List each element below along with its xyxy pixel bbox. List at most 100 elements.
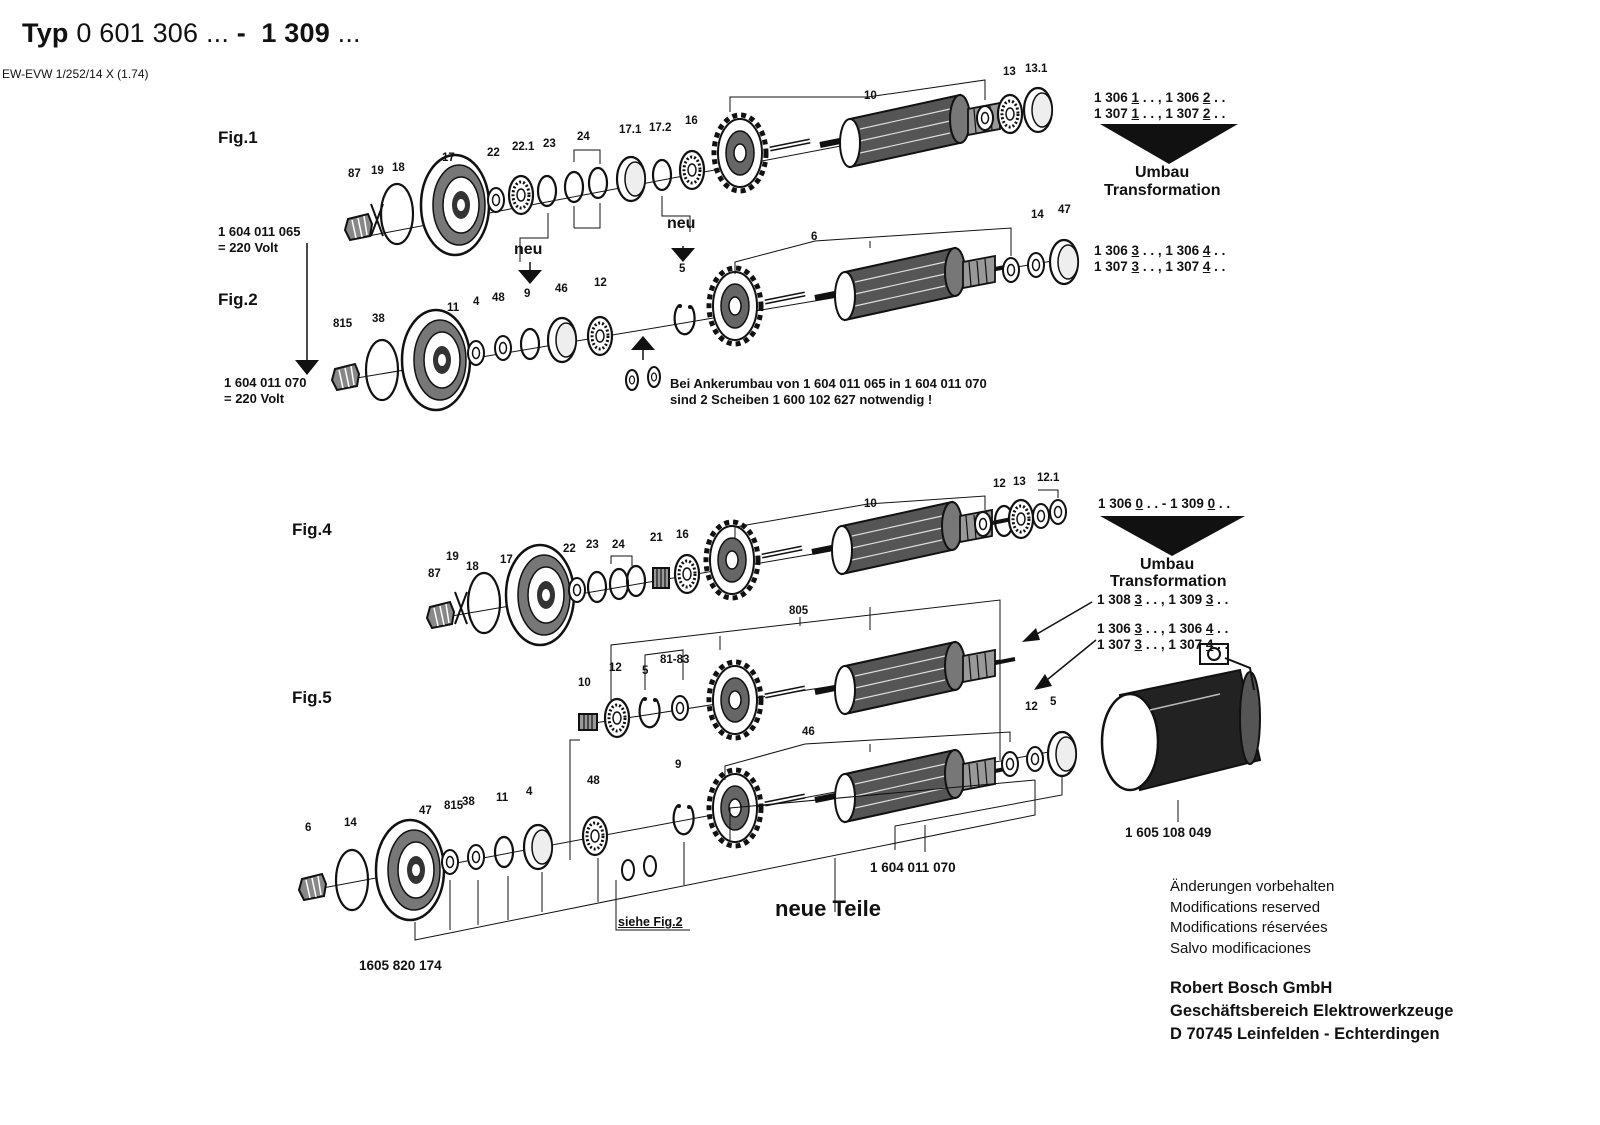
callout-17.1: 17.1 [619, 124, 642, 136]
fig2-label: Fig.2 [218, 290, 258, 309]
callout-14: 14 [344, 817, 357, 829]
callout-23: 23 [543, 138, 556, 150]
callout-46: 46 [555, 283, 568, 295]
fig5-upper-assembly [578, 599, 1015, 760]
conversion-notice-line2: sind 2 Scheiben 1 600 102 627 notwendig … [670, 392, 933, 407]
callout-11: 11 [447, 302, 460, 314]
umbau-label-fig4: Umbau [1140, 556, 1195, 573]
callout-19: 19 [446, 551, 459, 563]
callout-18: 18 [392, 162, 405, 174]
callout-9: 9 [524, 288, 530, 300]
modifications-notice: Änderungen vorbehalten Modifications res… [1170, 877, 1334, 959]
callout-13: 13 [1013, 476, 1026, 488]
callout-11: 11 [496, 792, 509, 804]
callout-21: 21 [650, 532, 663, 544]
callout-12: 12 [993, 478, 1006, 490]
armature-part-number-fig2: 1 604 011 070 [224, 375, 307, 390]
callout-81-83: 81-83 [660, 654, 689, 666]
fig4-label: Fig.4 [292, 520, 332, 539]
callout-4: 4 [473, 296, 480, 308]
callout-47: 47 [419, 805, 432, 817]
callout-19: 19 [371, 165, 384, 177]
umbau-arrow-fig4 [1100, 516, 1245, 556]
callout-6: 6 [811, 231, 817, 243]
callout-14: 14 [1031, 209, 1044, 221]
transformation-label-fig4: Transformation [1110, 573, 1227, 590]
fig5-lower-assembly [298, 601, 1262, 941]
umbau-arrow-top [1100, 124, 1238, 164]
neu-label-2: neu [667, 215, 696, 232]
callout-16: 16 [676, 529, 689, 541]
fig4-assembly [426, 489, 1067, 647]
callout-5: 5 [642, 665, 649, 677]
callout-9: 9 [675, 759, 681, 771]
callout-815: 815 [333, 318, 353, 330]
callout-18: 18 [466, 561, 479, 573]
callout-87: 87 [348, 168, 361, 180]
callout-22: 22 [487, 147, 500, 159]
conversion-notice-line1: Bei Ankerumbau von 1 604 011 065 in 1 60… [670, 376, 987, 391]
callout-4: 4 [526, 786, 533, 798]
armature-voltage-fig1: = 220 Volt [218, 240, 279, 255]
callout-38: 38 [372, 313, 385, 325]
modifications-es: Salvo modificaciones [1170, 939, 1311, 957]
callout-815: 815 [444, 800, 464, 812]
neu-label-1: neu [514, 241, 543, 258]
callout-17: 17 [442, 152, 455, 164]
document-reference: EW-EVW 1/252/14 X (1.74) [2, 67, 149, 81]
housing-part-number: 1 605 108 049 [1125, 825, 1212, 840]
fig1-label: Fig.1 [218, 128, 258, 147]
fig2-assembly [295, 227, 1080, 412]
see-fig2-note: siehe Fig.2 [618, 915, 683, 929]
callout-6: 6 [305, 822, 311, 834]
company-block: Robert Bosch GmbH Geschäftsbereich Elekt… [1170, 977, 1453, 1046]
callout-13.1: 13.1 [1025, 63, 1048, 75]
variants-fig1: 1 306 1 . . , 1 306 2 . . 1 307 1 . . , … [1094, 90, 1226, 121]
callout-46: 46 [802, 726, 815, 738]
callout-16: 16 [685, 115, 698, 127]
fig2-labels: 815 38 11 4 48 9 46 12 5 6 14 47 [333, 204, 1071, 330]
callout-22: 22 [563, 543, 576, 555]
callout-12.1: 12.1 [1037, 472, 1060, 484]
callout-13: 13 [1003, 66, 1016, 78]
callout-12: 12 [594, 277, 607, 289]
callout-10: 10 [864, 90, 877, 102]
callout-87: 87 [428, 568, 441, 580]
callout-10: 10 [578, 677, 591, 689]
bearing-flange-part-number: 1605 820 174 [359, 958, 442, 973]
company-name: Robert Bosch GmbH [1170, 979, 1333, 997]
callout-22.1: 22.1 [512, 141, 535, 153]
variants-fig5-b: 1 306 3 . . , 1 306 4 . . 1 307 3 . . , … [1097, 621, 1229, 652]
fig5-label: Fig.5 [292, 688, 332, 707]
callout-17.2: 17.2 [649, 122, 671, 134]
callout-5: 5 [1050, 696, 1057, 708]
transformation-label-top: Transformation [1104, 182, 1221, 199]
company-address: D 70745 Leinfelden - Echterdingen [1170, 1025, 1440, 1043]
page-title: Typ 0 601 306 ... - 1 309 ... [22, 18, 361, 48]
callout-24: 24 [612, 539, 625, 551]
callout-805: 805 [789, 605, 809, 617]
armature-part-number-fig5: 1 604 011 070 [870, 860, 956, 875]
callout-12: 12 [1025, 701, 1038, 713]
company-division: Geschäftsbereich Elektrowerkzeuge [1170, 1002, 1454, 1020]
new-parts-label: neue Teile [775, 896, 881, 921]
callout-47: 47 [1058, 204, 1071, 216]
variants-fig5-a: 1 308 3 . . , 1 309 3 . . [1097, 592, 1229, 607]
armature-part-number-fig1: 1 604 011 065 [218, 224, 301, 239]
callout-48: 48 [587, 775, 600, 787]
callout-48: 48 [492, 292, 505, 304]
callout-12: 12 [609, 662, 622, 674]
callout-17: 17 [500, 554, 513, 566]
callout-23: 23 [586, 539, 599, 551]
modifications-de: Änderungen vorbehalten [1170, 878, 1335, 895]
modifications-fr: Modifications réservées [1170, 919, 1328, 936]
modifications-en: Modifications reserved [1170, 898, 1321, 916]
callout-5: 5 [679, 263, 686, 275]
fig1-assembly [344, 79, 1054, 284]
armature-voltage-fig2: = 220 Volt [224, 391, 285, 406]
fig5-upper-labels: 805 12 5 81-83 10 [578, 605, 809, 689]
variants-fig2: 1 306 3 . . , 1 306 4 . . 1 307 3 . . , … [1094, 243, 1226, 274]
